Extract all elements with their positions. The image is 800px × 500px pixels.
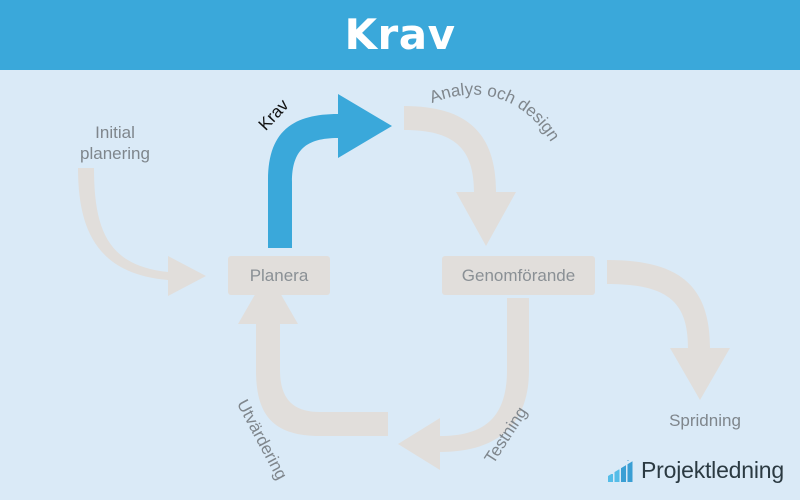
edge-label-analys-och-design-svg: Analys och design	[427, 80, 564, 145]
brand-logo-text: Projektledning	[641, 456, 784, 483]
page-title: Krav	[344, 10, 456, 59]
bar-chart-icon	[608, 458, 633, 482]
arrow-spridning	[607, 260, 730, 400]
node-genomforande[interactable]: Genomförande	[442, 256, 595, 295]
node-planera-label: Planera	[249, 265, 309, 285]
edge-label-spridning: Spridning	[669, 411, 741, 430]
arrow-initial-planering	[78, 168, 206, 296]
edge-label-analys-och-design: Analys och design	[427, 80, 564, 145]
edge-label-initial-planering: Initial planering	[80, 123, 150, 164]
diagram-arrows-svg	[78, 94, 730, 470]
page-header: Krav	[0, 0, 800, 70]
process-cycle-diagram: Planera Genomförande Initial planering S…	[0, 70, 800, 500]
arrow-analys-och-design	[404, 106, 516, 246]
brand-logo[interactable]: Projektledning	[608, 458, 784, 482]
node-genomforande-label: Genomförande	[461, 265, 576, 285]
node-planera[interactable]: Planera	[228, 256, 330, 295]
arrow-krav	[268, 94, 392, 248]
arrow-testning	[398, 298, 529, 470]
arrow-utvardering	[238, 272, 388, 436]
edge-label-analys-och-design-text: Analys och design	[427, 80, 564, 145]
